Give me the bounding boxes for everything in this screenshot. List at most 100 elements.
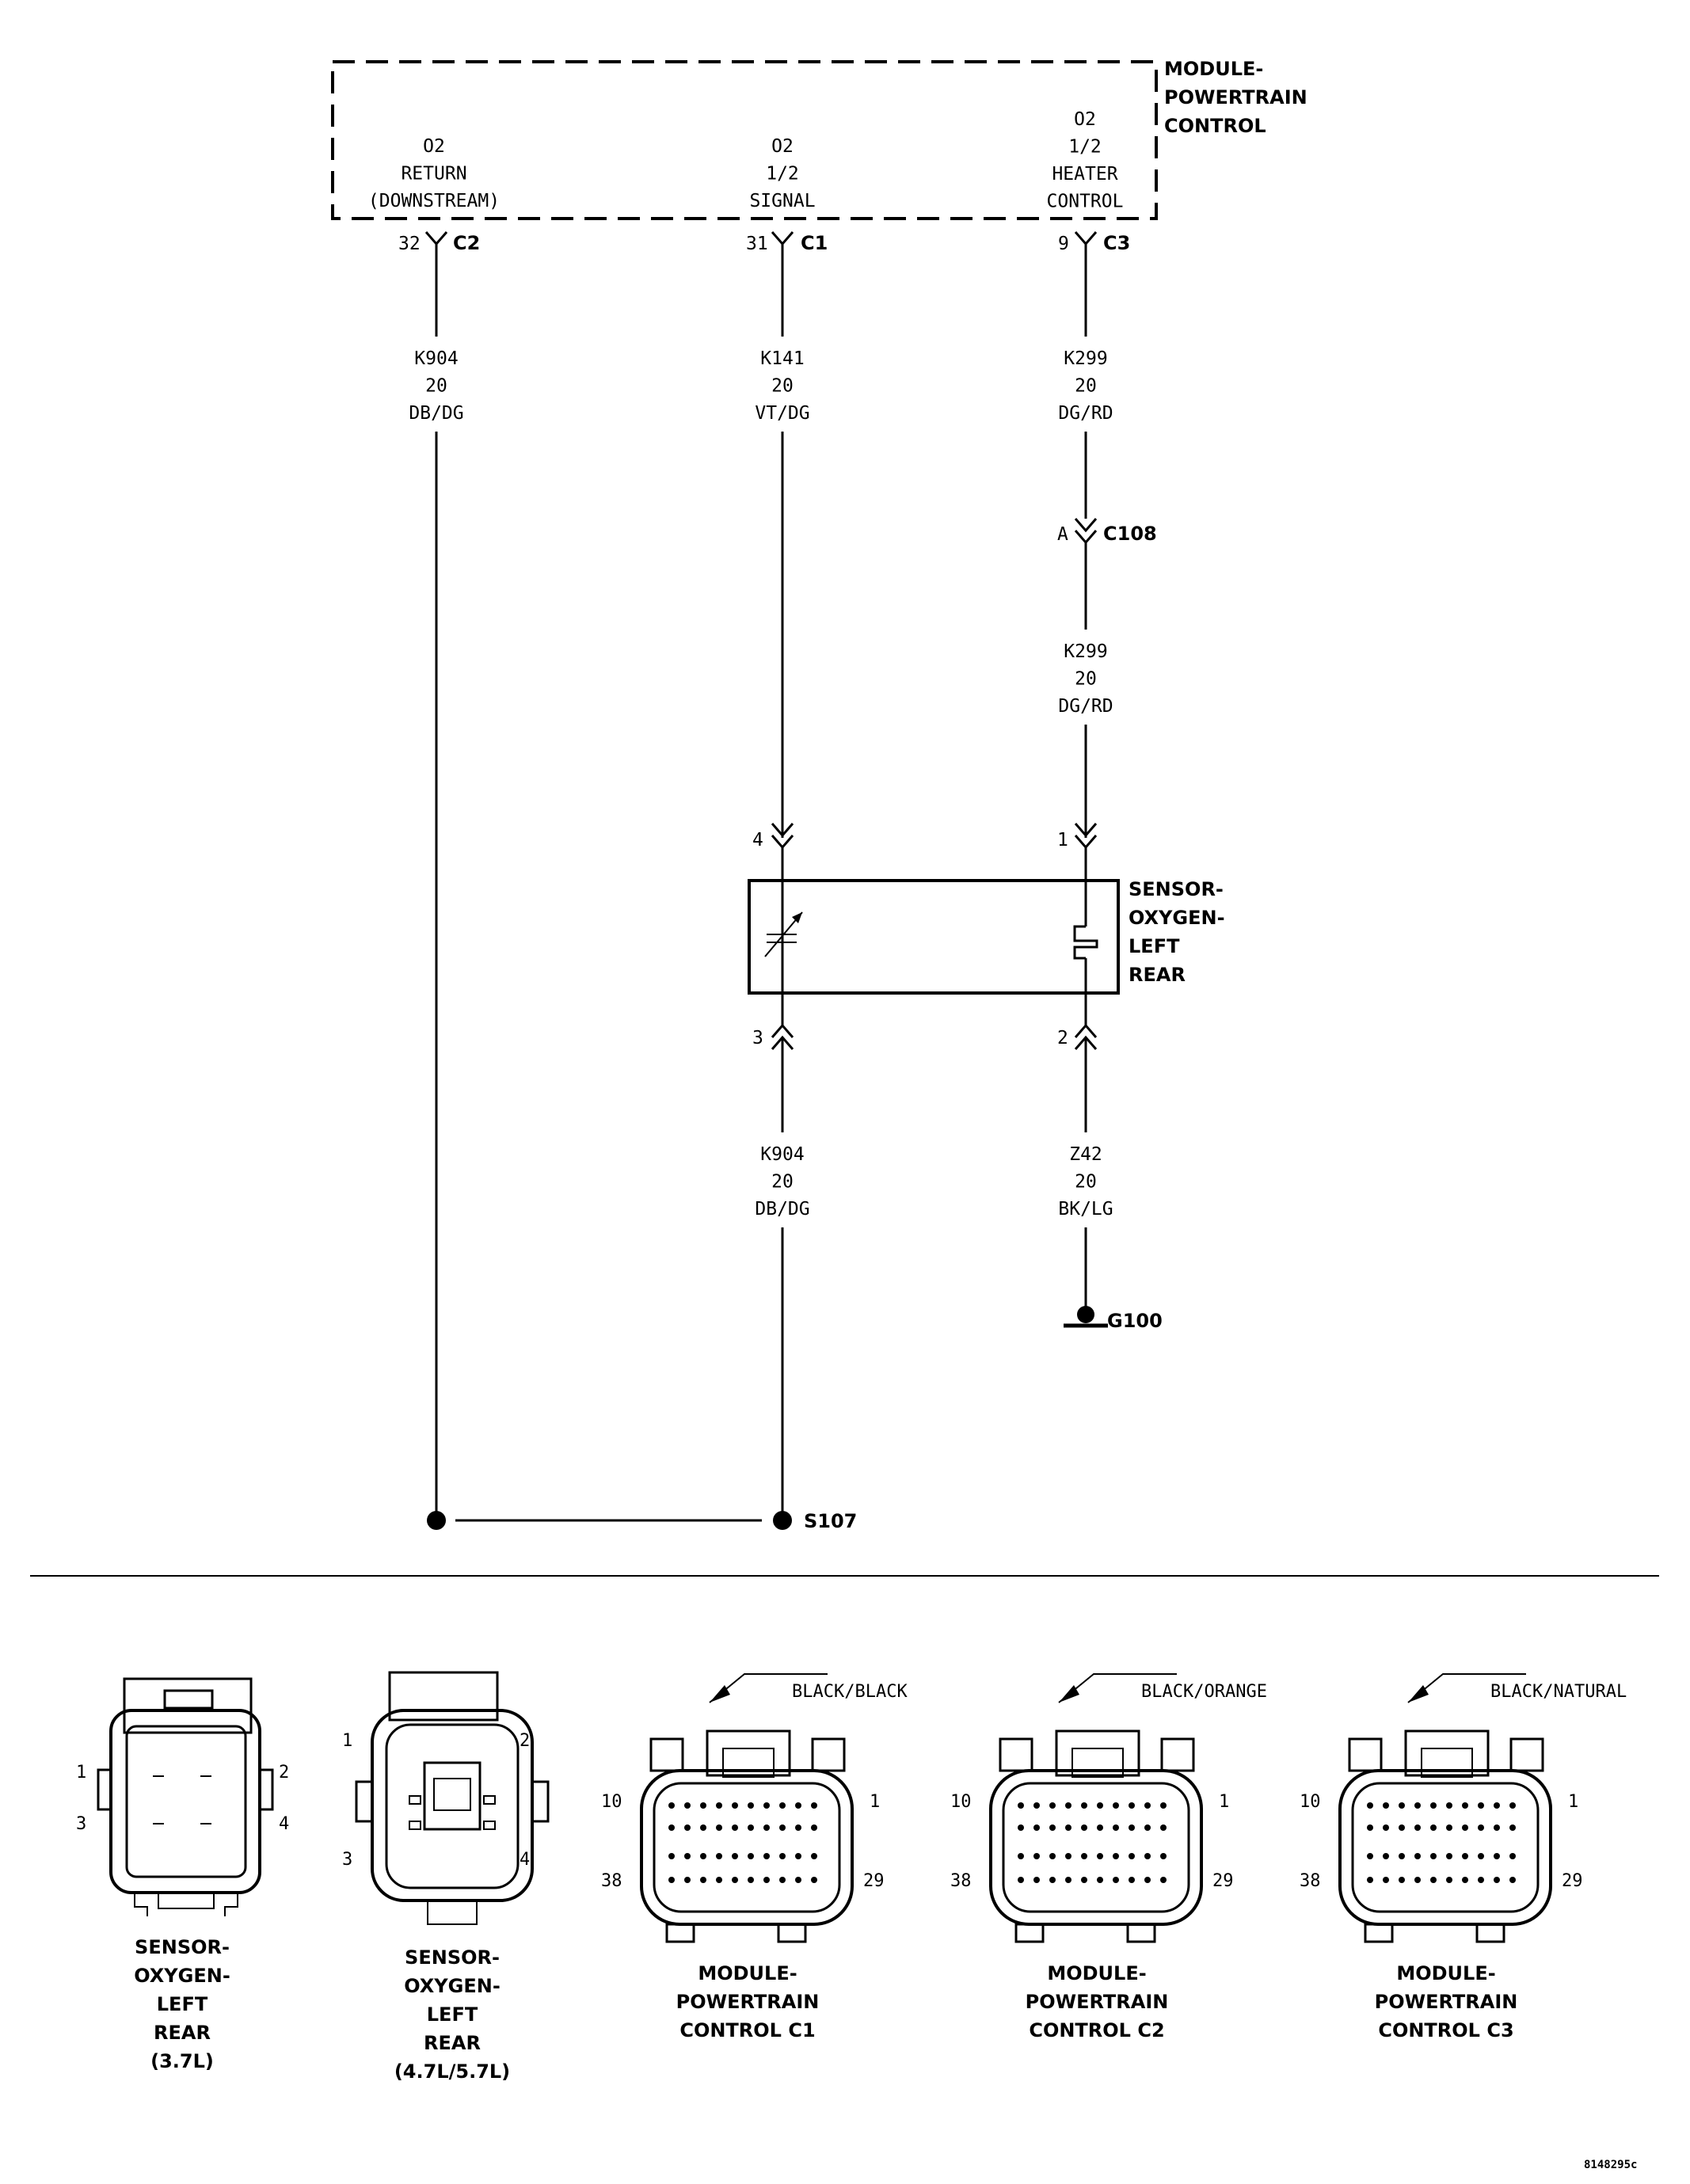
pin-cavity [1478, 1853, 1484, 1859]
pin-cavity [1033, 1877, 1040, 1883]
pin-cavity [1367, 1802, 1373, 1809]
pin-cavity [732, 1802, 738, 1809]
connector-body [640, 1769, 854, 1926]
pin-cavity [1430, 1877, 1437, 1883]
pin-label-38: 38 [601, 1871, 622, 1891]
pin-cavity [716, 1877, 722, 1883]
pin-cavity [1113, 1802, 1119, 1809]
pin-cavity [1018, 1877, 1024, 1883]
pin-cavity [409, 1821, 421, 1830]
latch-window [163, 1689, 214, 1710]
connector-face [125, 1725, 247, 1878]
module-connector-id: C3 [1103, 232, 1130, 254]
latch-window [722, 1748, 775, 1778]
inline-connector-id: C108 [1103, 523, 1157, 545]
center-key [423, 1761, 481, 1831]
pin-cavity [1160, 1824, 1167, 1831]
pin-cavity [795, 1802, 801, 1809]
pin-cavity [1478, 1877, 1484, 1883]
pin-cavity [483, 1795, 496, 1805]
pin-cavity [1399, 1853, 1405, 1859]
pin-cavity [1509, 1802, 1516, 1809]
connector-face [385, 1723, 520, 1889]
splice-dot-left [427, 1511, 446, 1530]
pin-cavity [795, 1877, 801, 1883]
module-connector-id: C2 [453, 232, 480, 254]
pin-cavity [1049, 1877, 1056, 1883]
pin-cavity [668, 1853, 675, 1859]
corner-tab [1509, 1737, 1544, 1772]
pin-cavity [1494, 1877, 1500, 1883]
pin-cavity [1129, 1802, 1135, 1809]
connector-latch [1404, 1729, 1490, 1777]
sensor-pin-4: 4 [752, 830, 763, 850]
pin-cavity [1033, 1824, 1040, 1831]
module-pin-number: 32 [398, 234, 421, 254]
pin-cavity [1430, 1853, 1437, 1859]
pin-cavity [1113, 1877, 1119, 1883]
pin-cavity [1129, 1853, 1135, 1859]
pin-cavity [1509, 1824, 1516, 1831]
pin-cavity [1509, 1853, 1516, 1859]
connector-face [1351, 1782, 1540, 1913]
pin-cavity [1446, 1853, 1452, 1859]
pin-cavity [811, 1824, 817, 1831]
latch-window [1421, 1748, 1473, 1778]
pin-cavity [1399, 1877, 1405, 1883]
pin-cavity [700, 1853, 706, 1859]
pin-cavity [1049, 1824, 1056, 1831]
pin-cavity [1383, 1853, 1389, 1859]
pin-cavity [1414, 1802, 1421, 1809]
pin-cavity [716, 1802, 722, 1809]
pin-cavity [1097, 1853, 1103, 1859]
pin-cavity [1049, 1853, 1056, 1859]
pin-cavity [1097, 1824, 1103, 1831]
pin-cavity [668, 1877, 675, 1883]
pin-cavity [1081, 1824, 1087, 1831]
connector-face [1002, 1782, 1190, 1913]
pin-label-3: 3 [342, 1850, 352, 1870]
pin-cavity [1049, 1802, 1056, 1809]
module-pin-number: 9 [1058, 234, 1069, 254]
splice-s107: S107 [427, 1510, 857, 1532]
base-tab [1126, 1923, 1156, 1943]
pin-cavity [1065, 1802, 1071, 1809]
pin-cavity [748, 1877, 754, 1883]
pin-label-4: 4 [279, 1814, 289, 1834]
inline-connector-c108: A C108 [1057, 518, 1157, 545]
pin-cavity [1367, 1853, 1373, 1859]
connector-latch [388, 1671, 499, 1722]
pin-cavity [1018, 1853, 1024, 1859]
pin-cavity [779, 1877, 786, 1883]
pin-cavity [1144, 1824, 1151, 1831]
pin-cavity [1430, 1824, 1437, 1831]
pin-cavity [748, 1853, 754, 1859]
connector-latch [706, 1729, 791, 1777]
pin-cavity [1065, 1853, 1071, 1859]
pin-cavity [716, 1853, 722, 1859]
pin-cavity [1430, 1802, 1437, 1809]
sensor-pin-2: 2 [1057, 1028, 1068, 1048]
pin-cavity [1033, 1853, 1040, 1859]
pin-cavity [1144, 1877, 1151, 1883]
pin-cavity [1478, 1824, 1484, 1831]
pin-cavity [1446, 1877, 1452, 1883]
pin-cavity [1081, 1853, 1087, 1859]
ground-dot [1077, 1306, 1094, 1323]
pin-cavity [1494, 1802, 1500, 1809]
sensor-pin-3: 3 [752, 1028, 763, 1048]
pin-cavity [483, 1821, 496, 1830]
module-dashed-box [331, 60, 1158, 220]
pin-cavity [748, 1824, 754, 1831]
pin-cavity [811, 1877, 817, 1883]
base-tab [1364, 1923, 1394, 1943]
pin-cavity [795, 1824, 801, 1831]
splice-dot-right [773, 1511, 792, 1530]
pin-cavity [1097, 1802, 1103, 1809]
connector-body [371, 1709, 534, 1902]
